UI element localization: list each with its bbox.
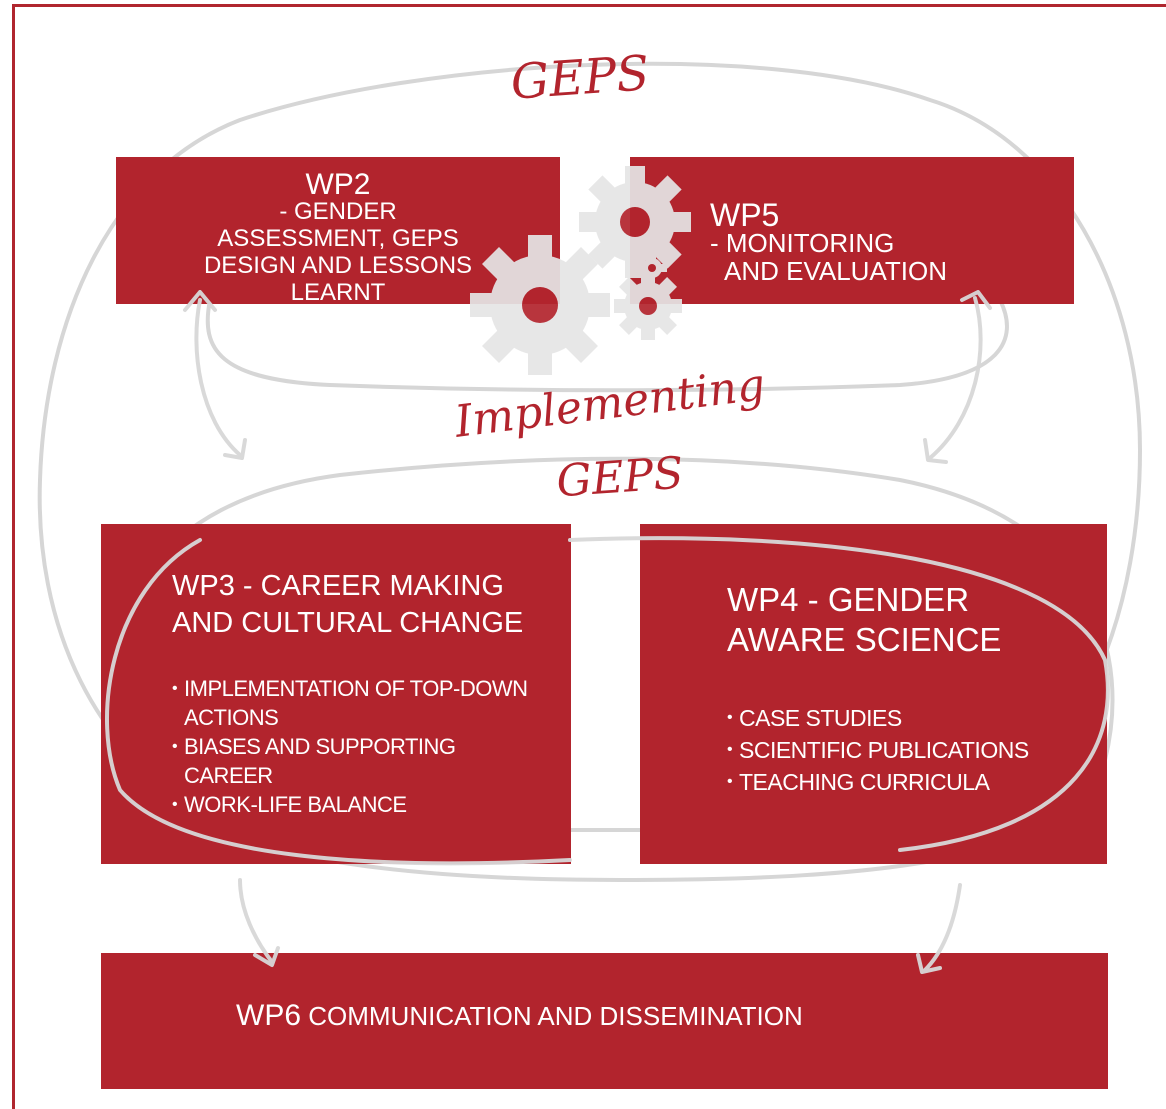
- wp3-title-line2: AND CULTURAL CHANGE: [172, 607, 524, 639]
- wp3-wp4-loop-overlay: [105, 536, 1110, 866]
- list-item: CASE STUDIES: [727, 702, 1097, 734]
- wp5-title-line2: AND EVALUATION: [724, 256, 947, 286]
- wp6-box: WP6 COMMUNICATION AND DISSEMINATION: [101, 953, 1108, 1089]
- wp4-box: WP4 - GENDER AWARE SCIENCE CASE STUDIES …: [640, 524, 1107, 864]
- wp2-title-line3: DESIGN AND LESSONS: [203, 252, 473, 279]
- wp5-title: WP5 - MONITORING AND EVALUATION: [710, 197, 1060, 286]
- right-arrow-head-bottom: [923, 438, 948, 464]
- list-item: WORK-LIFE BALANCE: [172, 790, 562, 819]
- wp4-title: WP4 - GENDER AWARE SCIENCE: [727, 580, 1001, 660]
- gear-icon: [637, 253, 667, 278]
- gear-icon: [579, 166, 691, 278]
- right-down-arrow-head: [916, 953, 942, 974]
- wp4-bullet-list: CASE STUDIES SCIENTIFIC PUBLICATIONS TEA…: [727, 702, 1097, 798]
- wp2-title-line4: LEARNT: [290, 279, 386, 306]
- wp5-box: WP5 - MONITORING AND EVALUATION: [630, 157, 1074, 304]
- frame-left-border: [12, 4, 15, 1109]
- wp4-title-line2: AWARE SCIENCE: [727, 621, 1002, 658]
- gear-icon: [614, 272, 682, 340]
- wp6-title-text: COMMUNICATION AND DISSEMINATION: [301, 1001, 803, 1031]
- left-down-arrow-head: [253, 946, 280, 967]
- right-arrow-head-top: [960, 290, 992, 310]
- left-down-arrow: [238, 878, 274, 964]
- gear-icon: [470, 235, 610, 375]
- wp6-title: WP6 COMMUNICATION AND DISSEMINATION: [236, 999, 803, 1033]
- wp4-title-line1: WP4 - GENDER: [727, 581, 970, 618]
- list-item: SCIENTIFIC PUBLICATIONS: [727, 734, 1097, 766]
- wp3-title-line1: WP3 - CAREER MAKING: [172, 570, 504, 602]
- wp2-title-line1: - GENDER: [279, 198, 397, 225]
- wp5-code: WP5: [710, 197, 780, 233]
- wp3-box: WP3 - CAREER MAKING AND CULTURAL CHANGE …: [101, 524, 571, 864]
- left-arrow-head-bottom: [223, 438, 247, 460]
- list-item: TEACHING CURRICULA: [727, 766, 1097, 798]
- wp2-title-line2: ASSESSMENT, GEPs: [217, 225, 459, 252]
- outer-loop: [37, 61, 1143, 832]
- right-down-arrow: [923, 883, 962, 972]
- wp5-title-line1: - MONITORING: [710, 228, 895, 258]
- left-arrow-head-top: [183, 290, 217, 312]
- wp3-title: WP3 - CAREER MAKING AND CULTURAL CHANGE: [172, 568, 523, 642]
- wp6-code: WP6: [236, 999, 302, 1032]
- left-double-arrow: [194, 298, 242, 457]
- wp2-title: WP2 - GENDER ASSESSMENT, GEPs DESIGN AND…: [116, 168, 560, 307]
- wp2-code: WP2: [305, 168, 371, 201]
- wp2-box: WP2 - GENDER ASSESSMENT, GEPs DESIGN AND…: [116, 157, 560, 307]
- right-double-arrow: [928, 296, 983, 460]
- frame-top-border: [12, 4, 1166, 7]
